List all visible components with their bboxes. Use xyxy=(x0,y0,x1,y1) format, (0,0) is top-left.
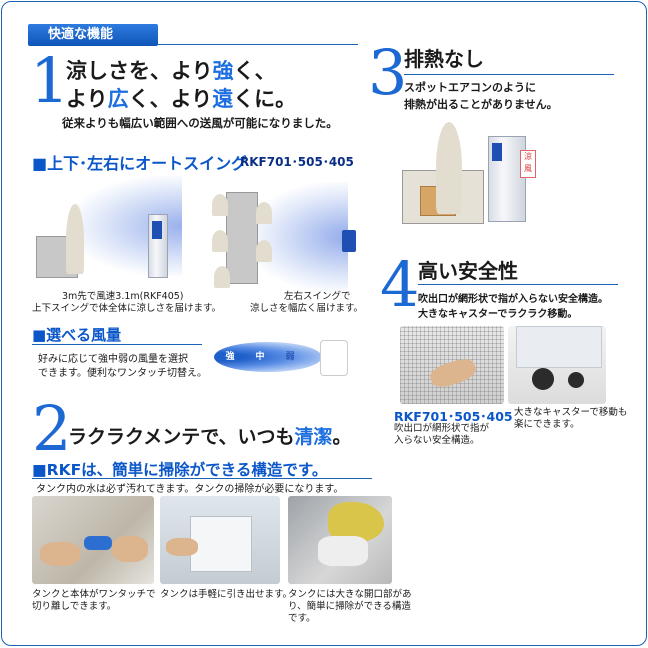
swing-horizontal-caption-2: 涼しさを幅広く届けます。 xyxy=(250,303,364,314)
feature4-desc-1: 吹出口が網形状で指が入らない安全構造。 xyxy=(418,294,608,305)
mesh-caption-1: 吹出口が網形状で指が xyxy=(394,423,490,434)
tank-clean-photo xyxy=(288,496,392,584)
vertical-swing-illustration xyxy=(30,174,182,282)
seated-person-5 xyxy=(214,266,230,288)
seated-person-2 xyxy=(256,202,272,224)
section-tag: 快適な機能 xyxy=(28,24,158,46)
horizontal-airflow-shape xyxy=(248,182,348,292)
feature2-number: 2 xyxy=(32,392,72,465)
swing-vertical-caption-1: 3m先で風速3.1m(RKF405) xyxy=(62,291,184,302)
cloth-shape xyxy=(318,536,368,566)
feature1-headline-line2: より広く、より遠くに。 xyxy=(66,87,297,111)
tank-pull-photo xyxy=(160,496,280,584)
caster-wheel-1 xyxy=(532,368,554,390)
feature3-desc-1: スポットエアコンのように xyxy=(404,81,536,94)
tank-clean-caption-1: タンクには大きな開口部があ xyxy=(288,589,412,600)
feature4-rule xyxy=(418,284,618,285)
airflow-desc-1: 好みに応じて強中弱の風量を選択 xyxy=(38,354,188,365)
swing-models: RKF701･505･405 xyxy=(240,155,354,169)
cool-air-label: 涼風 xyxy=(520,150,536,178)
feature1-description: 従来よりも幅広い範囲への送風が可能になりました。 xyxy=(62,116,338,130)
worker-figure xyxy=(436,122,462,214)
connector-part xyxy=(84,536,112,550)
person-figure xyxy=(66,204,84,274)
feature4-models: RKF701･505･405 xyxy=(394,409,513,424)
feature3-number: 3 xyxy=(368,36,408,109)
feature3-illustration xyxy=(402,116,542,226)
airflow-desc-2: できます。便利なワンタッチ切替え。 xyxy=(38,368,207,379)
tank-detach-caption-2: 切り離しできます。 xyxy=(32,601,117,612)
unit-base xyxy=(516,326,602,368)
airflow-title: ■選べる風量 xyxy=(32,326,122,344)
caster-photo xyxy=(508,326,606,404)
mesh-caption-2: 入らない安全構造。 xyxy=(394,435,480,446)
cooler-unit-horizontal xyxy=(342,230,356,252)
seated-person-3 xyxy=(212,230,228,252)
tank-clean-caption-2: り、簡単に掃除ができる構造 xyxy=(288,601,411,612)
pulling-hand xyxy=(166,538,198,556)
caster-wheel-2 xyxy=(568,372,584,388)
finger-shape xyxy=(427,355,479,391)
airflow-rule xyxy=(32,344,202,345)
feature3-rule xyxy=(404,74,614,75)
airflow-level-strong: 強 xyxy=(225,352,235,362)
tank-detach-photo xyxy=(32,496,154,584)
airflow-gradient xyxy=(214,342,322,372)
feature4-number: 4 xyxy=(380,248,420,321)
seated-person-1 xyxy=(212,194,228,216)
feature4-desc-2: 大きなキャスターでラクラク移動。 xyxy=(418,309,578,320)
cooler-unit-feature3 xyxy=(488,136,526,222)
feature2-subtitle: ■RKFは、簡単に掃除ができる構造です。 xyxy=(32,461,328,479)
caster-caption-1: 大きなキャスターで移動も xyxy=(514,407,628,418)
meeting-table xyxy=(226,192,258,284)
feature2-note: タンク内の水は必ず汚れてきます。タンクの掃除が必要になります。 xyxy=(36,484,344,495)
feature1-headline-line1: 涼しさを、より強く、 xyxy=(66,59,276,83)
airflow-switch xyxy=(320,340,348,376)
feature3-title: 排熱なし xyxy=(404,47,484,71)
tank-detach-caption-1: タンクと本体がワンタッチで xyxy=(32,589,156,600)
horizontal-swing-illustration xyxy=(198,182,358,300)
tank-clean-caption-3: です。 xyxy=(288,613,316,624)
feature4-title: 高い安全性 xyxy=(418,259,518,283)
glove-shape xyxy=(328,502,384,542)
airflow-level-weak: 弱 xyxy=(285,352,295,362)
swing-vertical-caption-2: 上下スイングで体全体に涼しさを届けます。 xyxy=(32,303,222,314)
tag-rule xyxy=(158,44,358,45)
hand-right xyxy=(112,536,148,562)
tank-shape xyxy=(190,516,252,572)
feature2-headline: ラクラクメンテで、いつも清潔。 xyxy=(68,426,352,448)
swing-horizontal-caption-1: 左右スイングで xyxy=(284,291,351,302)
airflow-level-medium: 中 xyxy=(255,352,265,362)
seated-person-4 xyxy=(256,240,272,262)
caster-caption-2: 楽にできます。 xyxy=(514,419,580,430)
tank-pull-caption: タンクは手軽に引き出せます。 xyxy=(160,589,293,600)
mesh-outlet-photo xyxy=(400,326,504,404)
hand-left xyxy=(40,542,80,566)
airflow-level-graphic: 強 中 弱 xyxy=(214,342,322,372)
swing-title: ■上下･左右にオートスイング xyxy=(32,154,248,173)
feature1-number: 1 xyxy=(30,44,70,117)
cooler-unit-vertical xyxy=(148,214,168,278)
feature2-rule xyxy=(32,478,372,479)
feature3-desc-2: 排熱が出ることがありません。 xyxy=(404,98,558,111)
